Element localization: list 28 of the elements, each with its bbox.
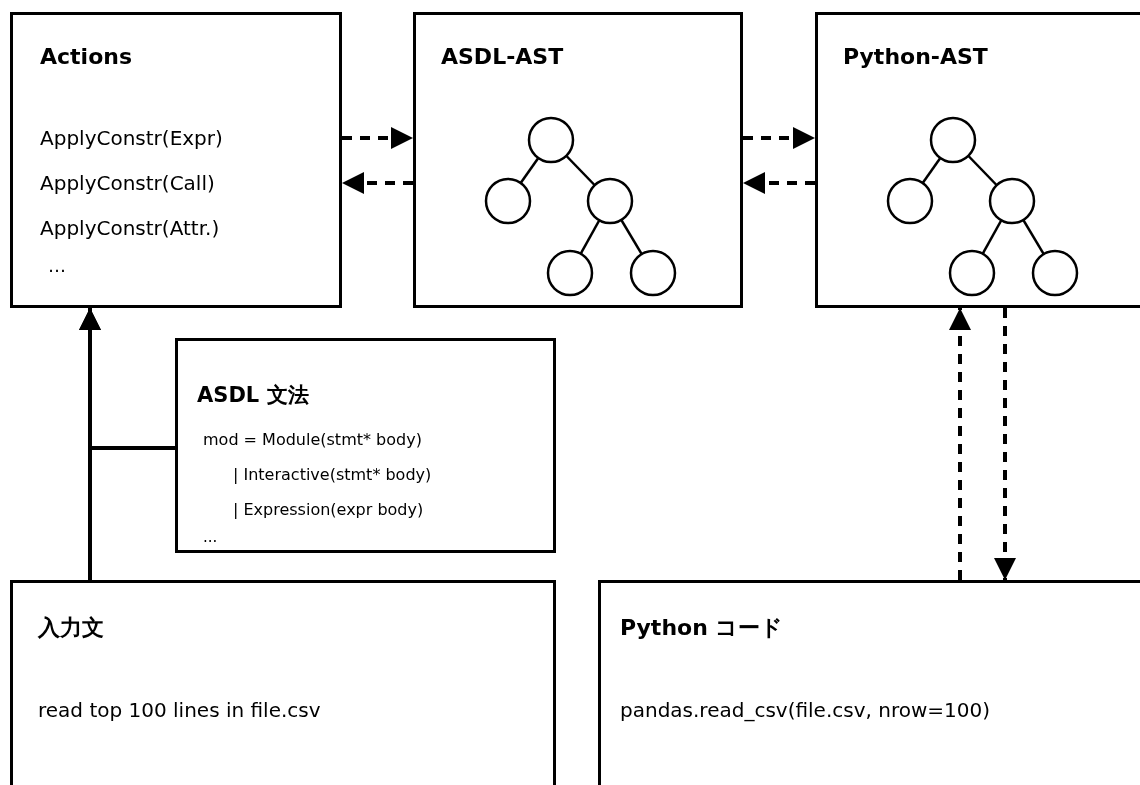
process-box	[175, 338, 556, 553]
action-item: ApplyConstr(Call)	[40, 171, 215, 195]
box-title: ASDL 文法	[197, 382, 309, 408]
grammar-line: | Expression(expr body)	[233, 500, 424, 520]
action-item: ApplyConstr(Attr.)	[40, 216, 220, 240]
box-title: ASDL-AST	[441, 44, 564, 70]
grammar-line: | Interactive(stmt* body)	[233, 465, 432, 485]
ellipsis-text: …	[48, 255, 66, 277]
arrow	[342, 127, 413, 149]
process-box	[815, 12, 1140, 308]
grammar-line: mod = Module(stmt* body)	[203, 430, 422, 450]
code-line: pandas.read_csv(file.csv, nrow=100)	[620, 698, 991, 722]
action-item: ApplyConstr(Expr)	[40, 126, 223, 150]
arrow	[743, 127, 815, 149]
process-box	[10, 12, 342, 308]
input-sentence: read top 100 lines in file.csv	[38, 698, 321, 722]
box-title: Actions	[40, 44, 132, 70]
process-box	[10, 580, 556, 785]
arrow	[342, 172, 413, 194]
box-title: Python コード	[620, 615, 784, 641]
box-title: 入力文	[38, 615, 104, 641]
process-box	[413, 12, 743, 308]
ellipsis-text: ...	[203, 529, 218, 547]
arrow	[949, 308, 971, 580]
box-title: Python-AST	[843, 44, 988, 70]
arrow	[743, 172, 815, 194]
arrow	[994, 308, 1016, 580]
process-box	[598, 580, 1140, 785]
